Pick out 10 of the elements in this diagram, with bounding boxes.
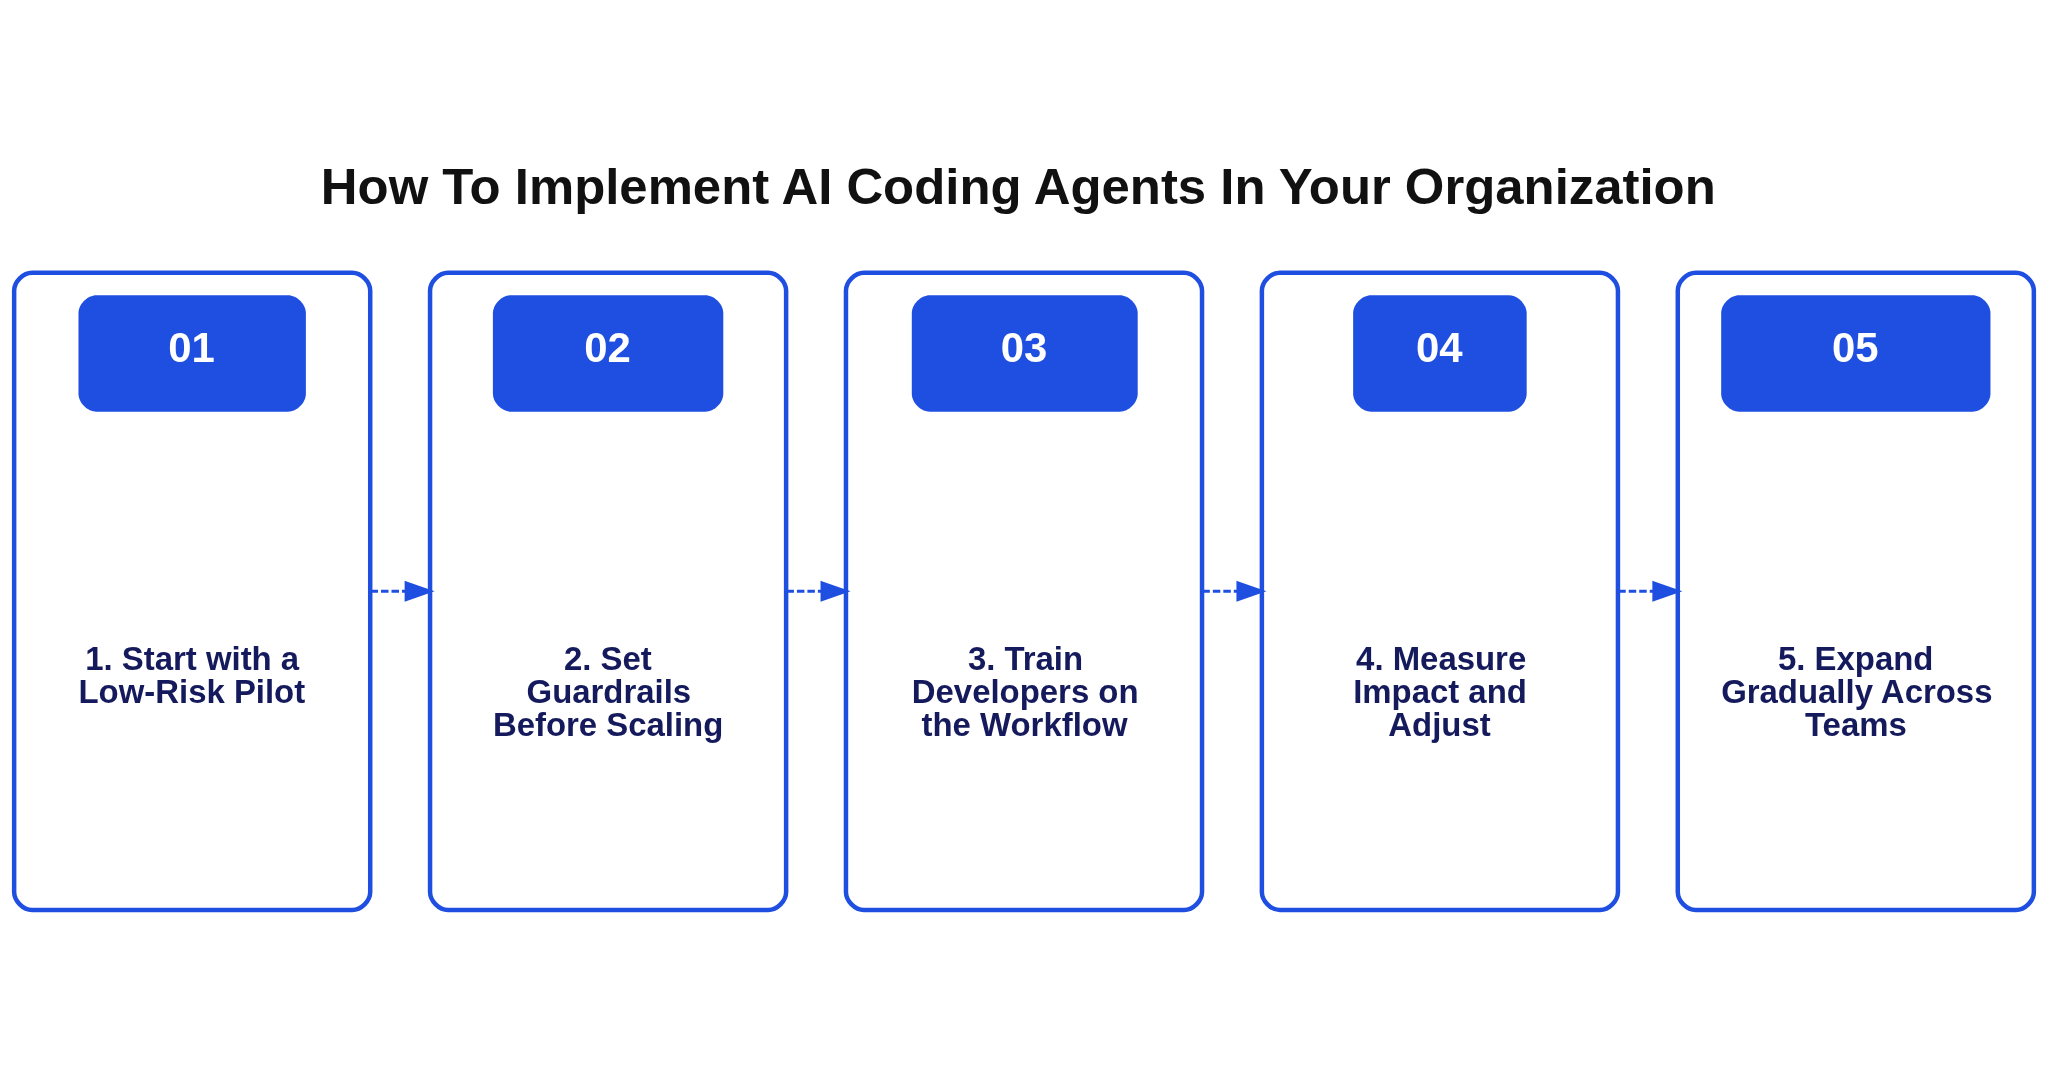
arrow xyxy=(370,580,435,602)
arrow xyxy=(786,580,851,602)
node-box: 02 2. Set Guardrails Before Scaling xyxy=(427,269,789,912)
node-box: 01 1. Start with a Low-Risk Pilot xyxy=(11,269,373,912)
arrow xyxy=(1618,580,1683,602)
diagram-title: How To Implement AI Coding Agents In Your Organization xyxy=(320,157,1716,215)
node-box: 04 4. Measure Impact and Adjust xyxy=(1259,269,1621,912)
node-box: 05 5. Expand Gradually Across Teams xyxy=(1675,269,2037,912)
node-box: 03 3. Train Developers on the Workflow xyxy=(843,269,1205,912)
arrow xyxy=(1202,580,1267,602)
